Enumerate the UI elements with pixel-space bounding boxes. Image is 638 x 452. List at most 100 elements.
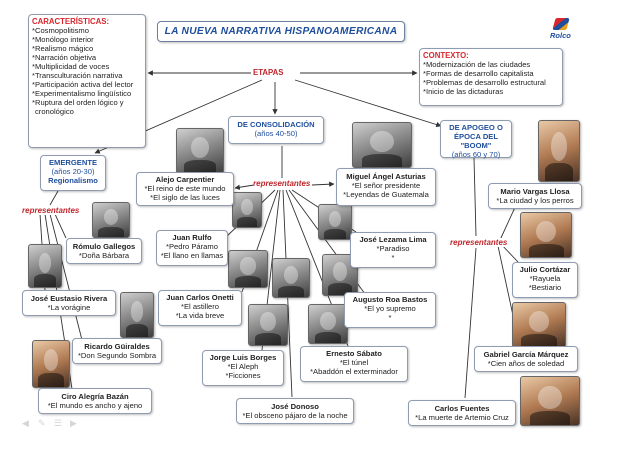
author-lezama: José Lezama Lima *Paradiso * bbox=[350, 232, 436, 268]
list-item: cronológico bbox=[35, 107, 74, 116]
photo-vargas-llosa bbox=[538, 120, 580, 182]
photo-fuentes bbox=[520, 376, 580, 426]
author-work: *La vorágine bbox=[47, 303, 91, 312]
main-title: LA NUEVA NARRATIVA HISPANOAMERICANA bbox=[157, 21, 405, 42]
author-name: Julio Cortázar bbox=[519, 265, 571, 274]
photo-asturias bbox=[352, 122, 412, 168]
author-rivera: José Eustasio Rivera *La vorágine bbox=[22, 290, 116, 316]
list-item: *Modernización de las ciudades bbox=[423, 60, 531, 69]
author-donoso: José Donoso *El obsceno pájaro de la noc… bbox=[236, 398, 354, 424]
photo-garcia-marquez bbox=[512, 302, 566, 348]
author-name: Ernesto Sábato bbox=[326, 349, 382, 358]
author-work: *El astillero bbox=[181, 302, 219, 311]
author-work: *Paradiso bbox=[376, 244, 410, 253]
logo-text: Rolco bbox=[550, 31, 571, 40]
author-work: *El mundo es ancho y ajeno bbox=[47, 401, 143, 410]
author-work: *El llano en llamas bbox=[160, 251, 224, 260]
photo-lezama bbox=[318, 204, 352, 240]
list-item: *Cosmopolitismo bbox=[32, 26, 89, 35]
caracteristicas-box: CARACTERÍSTICAS: *Cosmopolitismo *Monólo… bbox=[28, 14, 146, 148]
boom-years: (años 60 y 70) bbox=[451, 150, 501, 159]
emergente-years: (años 20-30) bbox=[51, 167, 95, 176]
logo-mark bbox=[552, 18, 570, 30]
author-name: Gabriel García Márquez bbox=[483, 350, 569, 359]
representantes-left-label: representantes bbox=[22, 206, 80, 215]
author-roa-bastos: Augusto Roa Bastos *El yo supremo * bbox=[344, 292, 436, 328]
menu-icon[interactable]: ☰ bbox=[54, 418, 63, 428]
boom-box: DE APOGEO O ÉPOCA DEL "BOOM" (años 60 y … bbox=[440, 120, 512, 159]
author-name: Juan Rulfo bbox=[172, 233, 212, 242]
author-name: Ciro Alegría Bazán bbox=[61, 392, 129, 401]
list-item: *Multiplicidad de voces bbox=[32, 62, 110, 71]
list-item: *Formas de desarrollo capitalista bbox=[423, 69, 534, 78]
author-name: Augusto Roa Bastos bbox=[352, 295, 428, 304]
emergente-box: EMERGENTE (años 20-30) Regionalismo bbox=[40, 155, 106, 191]
author-name: Miguel Ángel Asturias bbox=[346, 172, 426, 181]
author-guiraldes: Ricardo Güiraldes *Don Segundo Sombra bbox=[72, 338, 162, 364]
list-item: *Realismo mágico bbox=[32, 44, 94, 53]
photo-carpentier bbox=[176, 128, 224, 174]
author-fuentes: Carlos Fuentes *La muerte de Artemio Cru… bbox=[408, 400, 516, 426]
photo-guiraldes bbox=[120, 292, 154, 338]
author-work: *Leyendas de Guatemala bbox=[343, 190, 429, 199]
boom-title-1: DE APOGEO O bbox=[449, 123, 503, 132]
author-work: *Pedro Páramo bbox=[166, 242, 218, 251]
list-item: *Ruptura del orden lógico y bbox=[32, 98, 124, 107]
photo-onetti bbox=[228, 250, 268, 288]
author-work: * bbox=[388, 313, 392, 322]
author-work: *El yo supremo bbox=[364, 304, 416, 313]
author-name: Jorge Luis Borges bbox=[209, 353, 277, 362]
author-name: Mario Vargas Llosa bbox=[500, 187, 570, 196]
author-alegria: Ciro Alegría Bazán *El mundo es ancho y … bbox=[38, 388, 152, 414]
author-vargas-llosa: Mario Vargas Llosa *La ciudad y los perr… bbox=[488, 183, 582, 209]
author-work: *El túnel bbox=[339, 358, 369, 367]
caracteristicas-title: CARACTERÍSTICAS: bbox=[32, 17, 110, 26]
photo-gallegos bbox=[92, 202, 130, 238]
photo-sabato bbox=[308, 304, 348, 344]
author-name: Rómulo Gallegos bbox=[72, 242, 136, 251]
author-work: *La ciudad y los perros bbox=[496, 196, 574, 205]
author-work: *La muerte de Artemio Cruz bbox=[415, 413, 509, 422]
author-borges: Jorge Luis Borges *El Aleph *Ficciones bbox=[202, 350, 284, 386]
line-etapas-boom bbox=[294, 79, 442, 128]
photo-donoso bbox=[272, 258, 310, 298]
consolidacion-years: (años 40-50) bbox=[254, 129, 298, 138]
photo-borges bbox=[248, 304, 288, 346]
photo-rulfo bbox=[232, 192, 262, 228]
author-work: *Cien años de soledad bbox=[487, 359, 565, 368]
author-work: *Rayuela bbox=[529, 274, 561, 283]
prev-icon[interactable]: ◀ bbox=[22, 418, 29, 428]
next-icon[interactable]: ▶ bbox=[70, 418, 77, 428]
contexto-box: CONTEXTO: *Modernización de las ciudades… bbox=[419, 48, 563, 106]
representantes-center-label: representantes bbox=[253, 179, 311, 188]
author-carpentier: Alejo Carpentier *El reino de este mundo… bbox=[136, 172, 234, 206]
author-name: José Lezama Lima bbox=[359, 235, 427, 244]
emergente-sub: Regionalismo bbox=[48, 176, 98, 185]
author-name: Ricardo Güiraldes bbox=[84, 342, 150, 351]
boom-title-2: ÉPOCA DEL "BOOM" bbox=[453, 132, 499, 150]
list-item: *Transculturación narrativa bbox=[32, 71, 123, 80]
list-item: *Inicio de las dictaduras bbox=[423, 87, 504, 96]
main-title-text: LA NUEVA NARRATIVA HISPANOAMERICANA bbox=[164, 26, 398, 37]
photo-alegria bbox=[32, 340, 70, 388]
slide-controls[interactable]: ◀ ✎ ☰ ▶ bbox=[22, 418, 92, 430]
consolidacion-title: DE CONSOLIDACIÓN bbox=[237, 120, 315, 129]
list-item: *Monólogo interior bbox=[32, 35, 94, 44]
author-name: José Eustasio Rivera bbox=[30, 294, 108, 303]
etapas-label: ETAPAS bbox=[252, 68, 285, 77]
author-gallegos: Rómulo Gallegos *Doña Bárbara bbox=[66, 238, 142, 264]
author-name: Carlos Fuentes bbox=[434, 404, 490, 413]
author-onetti: Juan Carlos Onetti *El astillero *La vid… bbox=[158, 290, 242, 326]
author-work: *La vida breve bbox=[175, 311, 225, 320]
pen-icon[interactable]: ✎ bbox=[38, 418, 46, 428]
author-work: *Don Segundo Sombra bbox=[77, 351, 157, 360]
author-work: * bbox=[391, 253, 395, 262]
list-item: *Experimentalismo lingüístico bbox=[32, 89, 132, 98]
author-work: *El obsceno pájaro de la noche bbox=[242, 411, 348, 420]
author-asturias: Miguel Ángel Asturias *El señor presiden… bbox=[336, 168, 436, 206]
author-name: Juan Carlos Onetti bbox=[166, 293, 234, 302]
author-work: *Bestiario bbox=[528, 283, 562, 292]
photo-cortazar bbox=[520, 212, 572, 258]
author-name: José Donoso bbox=[271, 402, 319, 411]
author-work: *Abaddón el exterminador bbox=[310, 367, 398, 376]
